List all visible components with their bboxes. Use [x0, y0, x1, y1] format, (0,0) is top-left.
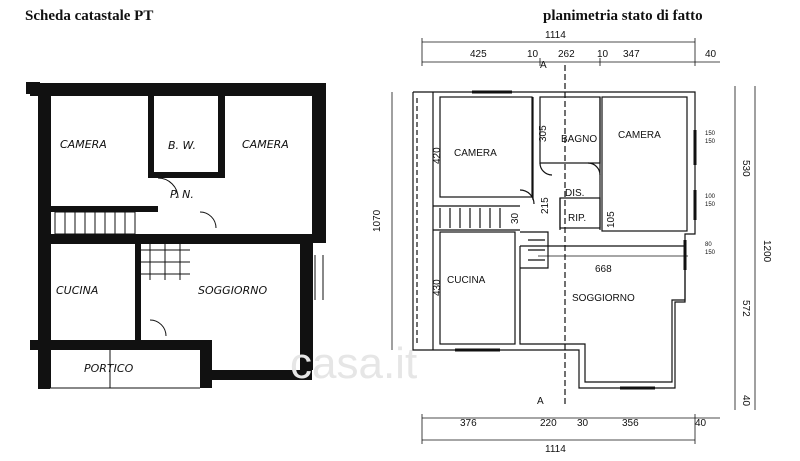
dim-total-bottom: 1114: [545, 444, 566, 455]
plan-label-rip: RIP.: [568, 213, 586, 224]
dim-window-0: 150: [705, 131, 716, 137]
dim-inner-5: 430: [432, 279, 443, 296]
plan-label-dis: DIS.: [565, 188, 584, 199]
dim-section-top: A: [540, 60, 547, 71]
cad-wall-top: [30, 83, 326, 96]
dim-inner-6: 668: [595, 264, 612, 275]
cadastral-labels: CAMERA B. W. CAMERA P. N. CUCINA SOGGIOR…: [56, 138, 289, 375]
cad-label-camera-2: CAMERA: [242, 138, 289, 151]
cadastral-details: [50, 85, 325, 389]
dim-window-4: 80: [705, 242, 712, 248]
cad-wall-mid: [38, 234, 313, 244]
plan-label-living: SOGGIORNO: [572, 293, 635, 304]
dim-inner-0: 420: [432, 147, 443, 164]
cadastral-heading: Scheda catastale PT: [25, 8, 154, 24]
cad-label-camera-1: CAMERA: [60, 138, 107, 151]
dim-top-4: 347: [623, 49, 640, 60]
cad-label-bath: B. W.: [168, 139, 196, 152]
plan-label-kitchen: CUCINA: [447, 275, 486, 286]
dim-inner-1: 305: [538, 125, 549, 142]
dim-bottom-4: 40: [695, 418, 707, 429]
dim-inner-3: 30: [510, 212, 521, 224]
plan-heading: planimetria stato di fatto: [543, 8, 703, 24]
asbuilt-dimension-labels: 1114 425 10 262 10 347 40 A 376 220 30 3…: [372, 30, 772, 455]
plan-label-camera-2: CAMERA: [618, 130, 661, 141]
dim-top-5: 40: [705, 49, 717, 60]
cad-wall-right-upper: [312, 83, 326, 243]
cad-corner-tl: [26, 82, 40, 94]
dim-left-total: 1070: [372, 209, 383, 232]
dim-bottom-2: 30: [577, 418, 589, 429]
dim-window-5: 150: [705, 250, 716, 256]
cad-wall-right-lower: [300, 240, 313, 370]
dim-right-end: 40: [740, 395, 751, 407]
dim-window-1: 150: [705, 139, 716, 145]
dim-bottom-1: 220: [540, 418, 557, 429]
cad-label-hall: P. N.: [170, 188, 194, 201]
dim-right-top: 530: [740, 160, 751, 177]
asbuilt-dimension-lines: [391, 38, 756, 444]
dim-top-2: 262: [558, 49, 575, 60]
plan-label-camera-1: CAMERA: [454, 148, 497, 159]
dim-bottom-0: 376: [460, 418, 477, 429]
asbuilt-walls: [412, 65, 697, 405]
dim-total-top: 1114: [545, 30, 566, 41]
watermark-text: casa.it: [290, 339, 417, 388]
cad-label-kitchen: CUCINA: [56, 284, 98, 297]
dim-right-total: 1200: [761, 240, 772, 263]
cad-wall-kitchen: [135, 244, 141, 344]
dim-section-bottom: A: [537, 396, 544, 407]
cad-label-porch: PORTICO: [84, 362, 134, 375]
dim-window-3: 150: [705, 202, 716, 208]
cad-label-living: SOGGIORNO: [198, 284, 267, 297]
cad-wall-bath-right: [218, 96, 225, 178]
plan-label-bath: BAGNO: [561, 134, 597, 145]
dim-inner-2: 215: [540, 197, 551, 214]
cad-wall-bath-left: [148, 96, 154, 178]
cad-wall-bottom-left: [38, 383, 50, 389]
cad-wall-bottom-right: [212, 370, 312, 380]
cadastral-plan: [26, 82, 326, 389]
dim-top-3: 10: [597, 49, 609, 60]
dim-right-bottom: 572: [740, 300, 751, 317]
dim-window-2: 100: [705, 194, 716, 200]
cad-wall-porch: [200, 340, 212, 388]
cad-wall-bath-bottom: [154, 172, 218, 178]
dim-top-0: 425: [470, 49, 487, 60]
dim-bottom-3: 356: [622, 418, 639, 429]
cad-wall-lower: [30, 340, 210, 350]
asbuilt-room-labels: CAMERA BAGNO CAMERA DIS. RIP. CUCINA SOG…: [447, 130, 661, 304]
dim-top-1: 10: [527, 49, 539, 60]
dim-inner-4: 105: [606, 211, 617, 228]
cad-wall-stair-top: [38, 206, 158, 212]
